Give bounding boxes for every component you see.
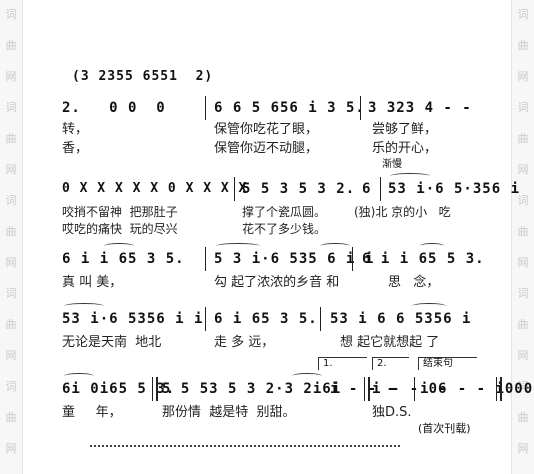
row1-notes-c: 3 323 4 - - [368,100,472,116]
row2-notes-a: 0 X X X X X 0 X X X X [62,181,248,196]
slur [292,373,322,379]
row1-lyric2-b: 保管你迈不动腿， [214,141,319,156]
first-publication-note: (首次刊载) [418,422,471,435]
watermark-char: 词 [5,380,17,393]
barline [205,307,206,331]
watermark-char: 网 [5,442,17,455]
volta-2: 2. [372,357,409,370]
slur [216,243,260,249]
slur [104,243,134,249]
watermark-char: 网 [517,442,529,455]
slur [390,173,430,179]
watermark-char: 词 [517,8,529,21]
barline [380,177,381,201]
row3-notes-c: 6 i i 65 5 3. [362,251,485,267]
watermark-char: 词 [5,101,17,114]
slur [320,243,350,249]
watermark-char: 网 [517,349,529,362]
row2-lyric2-a: 哎吃的痛快 玩的尽兴 [62,222,178,236]
barline [205,96,206,120]
row1-lyric1-c: 尝够了鲜， [372,122,438,137]
watermark-char: 曲 [517,318,529,331]
watermark-char: 词 [517,380,529,393]
barline [360,96,361,120]
row5-lyric-c: 独D.S. [372,405,412,420]
watermark-char: 曲 [5,39,17,52]
watermark-char: 网 [5,70,17,83]
watermark-char: 词 [5,287,17,300]
row5-notes-c: i - - - [330,381,397,397]
row5-notes-b: 5 5 53 5 3 2·3 2i6i [162,381,342,397]
row3-notes-b: 5 3 i·6 535 6 i i [214,251,375,267]
slur [64,303,104,309]
row4-notes-a: 53 i·6 5356 i i [62,311,204,327]
slur [412,303,446,309]
volta-1: 1. [318,357,367,370]
barline [205,247,206,271]
barline [320,307,321,331]
row5-notes-d: i - - 06 [372,381,448,397]
row5-notes-e: i - - - i000 [420,381,534,397]
slur [64,373,94,379]
row1-lyric2-a: 香， [62,141,89,156]
volta-3: 结束句 [418,357,477,370]
watermark-char: 网 [517,256,529,269]
row3-lyric-b: 勾 起了浓浓的乡音 和 [214,275,340,290]
row2-lyric1-a: 咬捎不留神 把那肚子 [62,205,178,219]
row4-notes-c: 53 i 6 6 5356 i [330,311,472,327]
watermark-char: 词 [517,194,529,207]
watermark-char: 网 [5,163,17,176]
row5-lyric-b: 那份情 越是特 别甜。 [162,405,296,420]
row2-lyric1-b: 撑了个瓷瓜圆。 [242,205,327,219]
watermark-char: 曲 [517,132,529,145]
watermark-char: 曲 [5,411,17,424]
watermark-char: 网 [517,70,529,83]
repeat-barline [364,377,370,401]
tempo-mark: 渐慢 [382,159,402,170]
watermark-char: 词 [5,8,17,21]
watermark-char: 网 [5,349,17,362]
row2-lyric1-c: (独)北 京的小 吃 [354,205,451,219]
bottom-dotted-rule [90,445,400,449]
watermark-char: 网 [517,163,529,176]
row2-lyric2-b: 花不了多少钱。 [242,222,327,236]
row3-notes-a: 6 i i 65 3 5. [62,251,185,267]
barline [414,377,415,401]
row4-lyric-b: 走 多 远， [214,335,275,350]
row4-lyric-a: 无论是天南 地北 [62,335,162,350]
final-barline [496,377,502,401]
row1-notes-b: 6 6 5 656 i 3 5. [214,100,365,116]
watermark-column-left [0,0,23,474]
watermark-char: 曲 [5,318,17,331]
watermark-char: 网 [5,256,17,269]
watermark-column-right [511,0,534,474]
row5-notes-a: 6i 0i65 5 3. [62,381,176,397]
intro-bracket: (3 2355 6551 2) [72,69,214,84]
watermark-char: 曲 [5,132,17,145]
slur [420,243,444,249]
row2-notes-b: 5 5 3 5 3 2. [242,181,356,197]
row1-lyric2-c: 乐的开心， [372,141,438,156]
row2-notes-c: 6 [362,181,372,197]
watermark-char: 词 [517,287,529,300]
watermark-char: 词 [517,101,529,114]
watermark-char: 曲 [517,411,529,424]
row1-lyric1-a: 转， [62,122,89,137]
row3-lyric-c: 思 念， [388,275,440,290]
watermark-char: 词 [5,194,17,207]
watermark-char: 曲 [517,225,529,238]
row1-notes-a: 2. 0 0 0 [62,100,166,116]
row1-lyric1-b: 保管你吃花了眼， [214,122,319,137]
barline [352,247,353,271]
repeat-barline [152,377,158,401]
barline [234,177,235,201]
row3-lyric-a: 真 叫 美， [62,275,123,290]
watermark-char: 曲 [5,225,17,238]
watermark-char: 曲 [517,39,529,52]
row4-notes-b: 6 i 65 3 5. [214,311,318,327]
row5-lyric-a: 童 年， [62,405,122,420]
row4-lyric-c: 想 起它就想起 了 [340,335,440,350]
row2-notes-d: 53 i·6 5·356 i [388,181,521,197]
